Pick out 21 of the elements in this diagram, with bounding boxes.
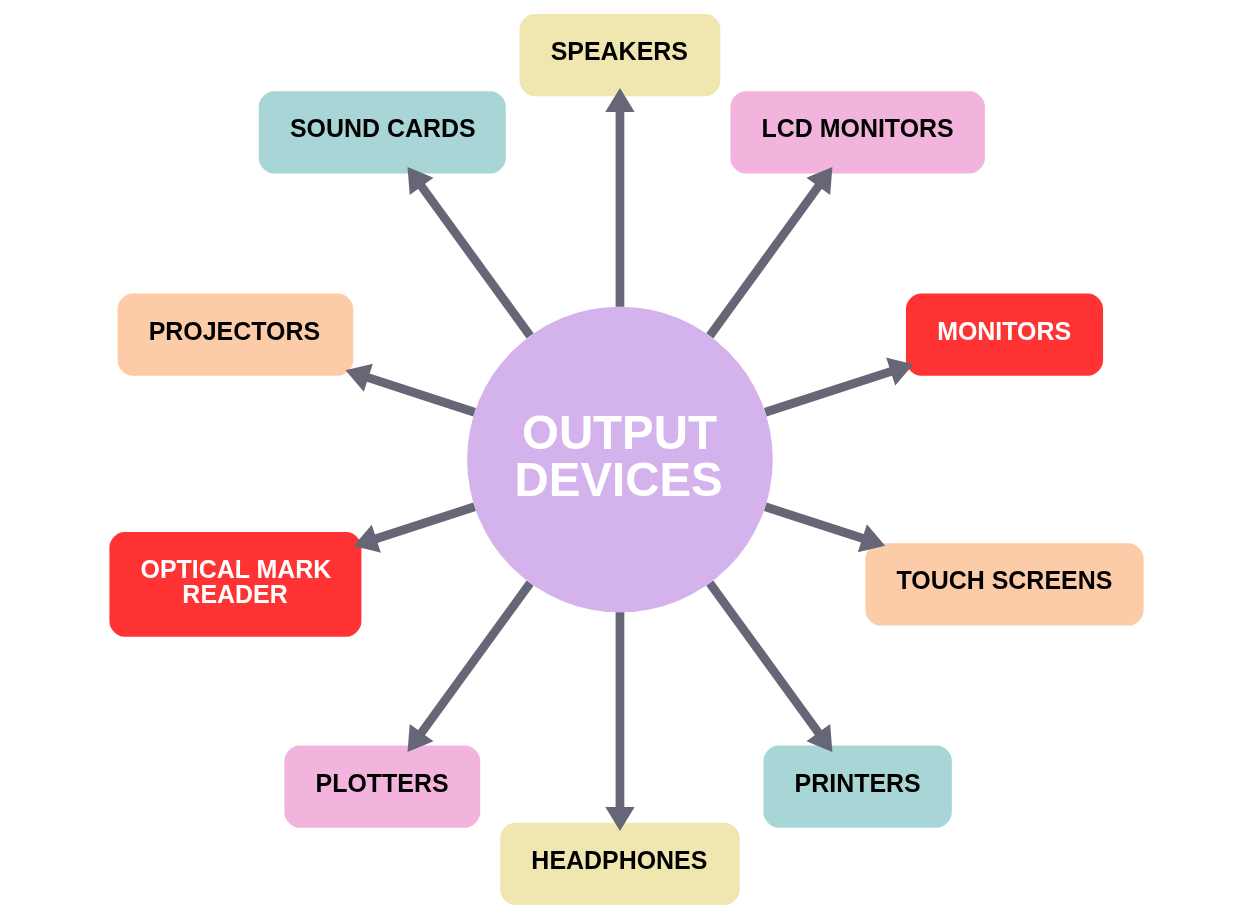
arrow — [353, 502, 476, 553]
arrow — [705, 166, 832, 338]
node-box: SOUND CARDS — [258, 90, 506, 174]
arrow — [763, 357, 913, 416]
arrow — [407, 166, 534, 338]
node-box: MONITORS — [905, 292, 1103, 376]
node-box: SPEAKERS — [519, 13, 720, 96]
node-box: HEADPHONES — [499, 822, 740, 905]
node-box: TOUCH SCREENS — [864, 542, 1144, 626]
node-box: PRINTERS — [762, 744, 952, 828]
arrow — [345, 363, 476, 416]
node-box: PLOTTERS — [283, 744, 480, 828]
arrow — [763, 502, 885, 552]
arrow — [604, 611, 635, 831]
node-box: PROJECTORS — [117, 292, 353, 376]
node-box: LCD MONITORS — [729, 90, 985, 174]
node-circle: OUTPUT DEVICES — [466, 306, 773, 612]
arrow — [407, 580, 534, 752]
node-box: OPTICAL MARK READER — [108, 531, 361, 637]
arrow — [604, 87, 635, 307]
arrow — [705, 580, 832, 752]
